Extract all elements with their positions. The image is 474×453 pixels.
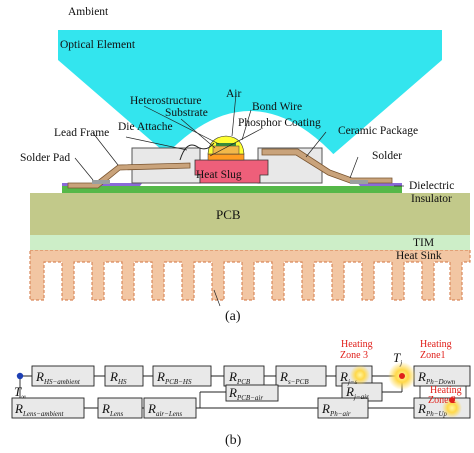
lead-frame-right <box>261 148 393 184</box>
label-die-attache: Die Attache <box>118 121 173 133</box>
label-ceramic-package: Ceramic Package <box>338 125 418 137</box>
resistor-pcb-hs <box>152 365 212 387</box>
label-phosphor-coating: Phosphor Coating <box>238 117 321 129</box>
label-solder-pad: Solder Pad <box>20 152 70 164</box>
resistor-hs <box>104 365 144 387</box>
label-r-air-lens: Rair−Lens <box>147 401 182 418</box>
dielectric-layer <box>62 186 402 193</box>
pcb-layer <box>30 193 470 235</box>
heating-zone-1-node <box>399 373 405 379</box>
label-heating-zone-3-line1: Heating <box>341 339 373 350</box>
label-substrate: Substrate <box>165 107 208 119</box>
label-insulator: Insulator <box>411 193 452 205</box>
t-inf-node <box>16 372 24 380</box>
label-r-hs: RHS <box>109 369 127 386</box>
solder-pad-right <box>350 180 368 184</box>
label-heat-sink: Heat Sink <box>396 250 442 262</box>
resistor-pcb-air <box>225 384 279 402</box>
heating-zone-2-node <box>449 397 455 403</box>
die-attache <box>207 153 245 161</box>
label-solder: Solder <box>372 150 402 162</box>
label-lead-frame: Lead Frame <box>54 127 109 139</box>
caption-b: (b) <box>225 433 242 448</box>
leader-lines <box>74 93 404 307</box>
resistor-labels: RHS−ambient RHS RPCB−HS RPCB Rs−PCB Rj−s… <box>14 369 456 418</box>
label-r-lens: RLens <box>101 401 123 418</box>
label-bond-wire: Bond Wire <box>252 101 302 113</box>
label-heating-zone-1-line1: Heating <box>420 339 452 350</box>
optical-element <box>58 30 442 170</box>
heat-slug <box>194 159 269 184</box>
heterostructure <box>216 143 236 146</box>
heating-zone-2-glow <box>442 398 462 418</box>
resistor-hs-ambient <box>31 365 95 387</box>
label-pcb: PCB <box>216 207 241 222</box>
label-heating-zone-1-line2: Zone1 <box>420 350 446 361</box>
label-t-junction: Tj <box>393 350 402 367</box>
label-tim: TIM <box>413 237 434 249</box>
label-r-pcb: RPCB <box>228 369 251 386</box>
label-r-lens-ambient: RLens−ambient <box>14 401 65 418</box>
label-r-j-air: Rj−air <box>345 384 369 401</box>
label-air: Air <box>226 88 242 100</box>
heating-zone-3-glow <box>350 365 370 385</box>
label-r-ph-air: RPh−air <box>321 401 351 418</box>
row1-resistors <box>31 365 471 387</box>
label-r-ph-down: RPh−Down <box>417 369 456 386</box>
panel-a-cross-section: Ambient Optical Element Air Heterostruct… <box>20 6 471 324</box>
label-r-pcb-air: RPCB−air <box>228 385 263 402</box>
label-t-infinity: T∞ <box>14 384 26 401</box>
panel-b-thermal-network: RHS−ambient RHS RPCB−HS RPCB Rs−PCB Rj−s… <box>11 339 471 448</box>
heat-sink <box>29 249 471 301</box>
label-heating-zone-2-line2: Zone 2 <box>428 395 456 406</box>
middle-resistors <box>225 382 383 402</box>
label-heterostructure: Heterostructure <box>130 95 202 107</box>
resistor-lens-ambient <box>11 397 85 419</box>
label-r-pcb-hs: RPCB−HS <box>156 369 192 386</box>
label-heat-slug: Heat Slug <box>196 169 242 181</box>
temperature-labels: T∞ Tj <box>14 350 402 401</box>
panel-a-labels: Ambient Optical Element Air Heterostruct… <box>20 6 454 324</box>
caption-a: (a) <box>225 309 241 324</box>
label-heating-zone-2-line1: Heating <box>430 385 462 396</box>
resistor-air-lens <box>143 397 197 419</box>
bond-wire <box>179 142 215 161</box>
solder-pad-left <box>92 180 110 184</box>
resistor-s-pcb <box>275 365 327 387</box>
resistor-ph-air <box>317 397 369 419</box>
label-r-hs-ambient: RHS−ambient <box>35 369 81 386</box>
label-r-s-pcb: Rs−PCB <box>279 369 309 386</box>
heating-zone-labels: Heating Zone 3 Heating Zone1 Heating Zon… <box>340 339 462 406</box>
label-dielectric: Dielectric <box>409 180 454 192</box>
label-r-ph-up: RPh−Up <box>417 401 448 418</box>
tim-layer <box>30 235 470 250</box>
label-r-j-s: Rj−s <box>339 369 358 386</box>
label-ambient: Ambient <box>68 6 109 18</box>
resistor-lens <box>97 397 143 419</box>
label-optical-element: Optical Element <box>60 39 136 51</box>
label-heating-zone-3-line2: Zone 3 <box>340 350 368 361</box>
